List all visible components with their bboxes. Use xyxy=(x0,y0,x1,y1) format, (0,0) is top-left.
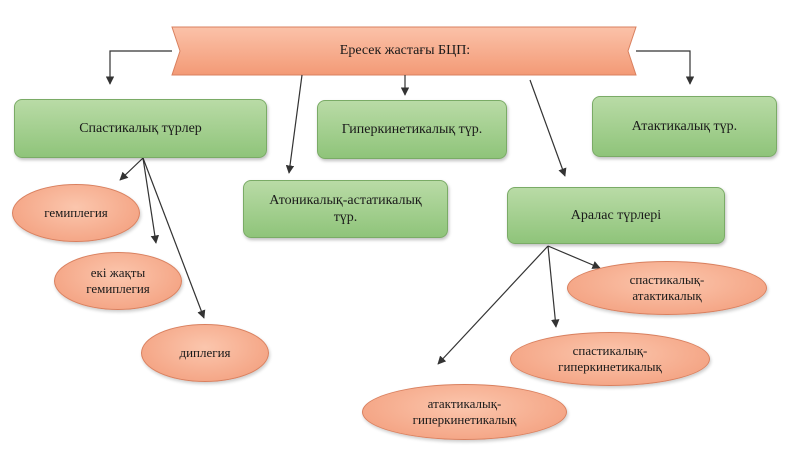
node-atonic: Атоникалық-астатикалық түр. xyxy=(243,180,448,238)
root-connectors xyxy=(105,50,695,177)
mixed-connectors xyxy=(437,245,601,365)
arrow-mixed-spastic-hyperkinetic xyxy=(547,245,560,328)
ellipse-double-hemiplegia: екі жақты гемиплегия xyxy=(54,252,182,310)
root-label: Ересек жастағы БЦП: xyxy=(339,43,471,58)
arrow-mixed-spastic-ataxic xyxy=(547,245,601,269)
ellipse-ataxic-hyperkinetic: атактикалық-гиперкинетикалық xyxy=(362,384,567,440)
node-ataxic: Атактикалық түр. xyxy=(592,96,777,157)
arrow-spastic-diplegia xyxy=(142,157,206,319)
ellipse-spastic-ataxic: спастикалық-атактикалық xyxy=(567,261,767,315)
arrow-root-atonic xyxy=(285,74,303,174)
arrow-root-spastic xyxy=(105,50,172,85)
arrow-mixed-ataxic-hyperkinetic xyxy=(437,245,549,365)
arrow-spastic-hemiplegia xyxy=(119,157,144,181)
node-mixed: Аралас түрлері xyxy=(507,187,725,244)
ellipse-diplegia: диплегия xyxy=(141,324,269,382)
spastic-connectors xyxy=(119,157,206,319)
arrow-spastic-double xyxy=(142,157,160,244)
ellipse-hemiplegia: гемиплегия xyxy=(12,184,140,242)
node-hyperkinetic: Гиперкинетикалық түр. xyxy=(317,100,507,159)
arrow-root-mixed xyxy=(529,79,567,177)
root-banner xyxy=(171,26,637,76)
node-spastic: Спастикалық түрлер xyxy=(14,99,267,158)
arrow-root-ataxic xyxy=(636,50,695,85)
ellipse-spastic-hyperkinetic: спастикалық-гиперкинетикалық xyxy=(510,332,710,386)
